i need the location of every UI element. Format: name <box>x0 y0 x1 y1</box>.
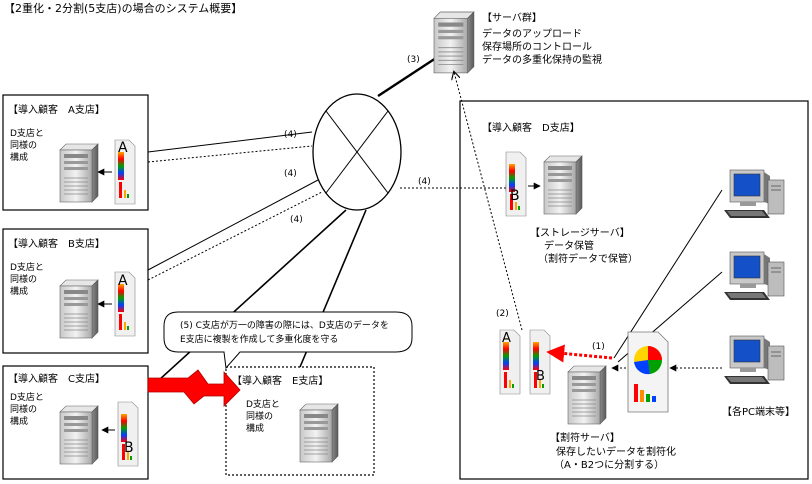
label-1: (1) <box>592 342 605 352</box>
server-group-line-1: データのアップロード <box>482 27 582 40</box>
split-b-icon <box>529 329 551 395</box>
branch-b-desc-3: 構成 <box>10 285 28 297</box>
label-4-d: (4) <box>418 177 431 187</box>
tally-server-icon <box>567 365 607 425</box>
branch-e-desc-2: 同様の <box>246 410 273 422</box>
split-b-letter: B <box>536 369 545 384</box>
server-group-title: 【サーバ群】 <box>482 11 542 24</box>
server-group-icon <box>433 11 475 74</box>
branch-a-desc-1: D支店と <box>10 127 44 139</box>
branch-d-title: 【導入顧客 D支店】 <box>482 121 580 134</box>
branch-a-desc-2: 同様の <box>10 139 37 151</box>
branch-b-desc-1: D支店と <box>10 261 44 273</box>
branch-c-desc-2: 同様の <box>10 403 37 415</box>
pc-label: 【各PC端末等】 <box>722 405 795 418</box>
branch-a-desc-3: 構成 <box>10 151 28 163</box>
label-4-a: (4) <box>284 130 297 140</box>
server-group-line-2: 保存場所のコントロール <box>482 40 592 53</box>
branch-c-letter: B <box>124 440 134 456</box>
branch-e-server-icon <box>299 403 339 463</box>
label-4-b: (4) <box>284 169 297 179</box>
branch-c-data-icon <box>117 401 139 467</box>
branch-a-title: 【導入顧客 A支店】 <box>8 103 105 116</box>
branch-b-title: 【導入顧客 B支店】 <box>8 237 105 250</box>
storage-server-icon <box>543 155 583 215</box>
label-3: (3) <box>407 55 420 65</box>
storage-data-icon <box>505 151 527 217</box>
original-data-icon <box>627 331 669 413</box>
link-server-group <box>377 56 437 98</box>
branch-b-desc-2: 同様の <box>10 273 37 285</box>
branch-d-box <box>459 100 809 480</box>
callout-line-2: E支店に複製を作成して多重化度を守る <box>180 333 338 345</box>
branch-a-box <box>2 94 149 211</box>
split-a-letter: A <box>502 331 511 346</box>
storage-server-line-1: データ保管 <box>544 239 594 252</box>
split-arrow <box>546 344 613 363</box>
pc-2-icon <box>723 251 785 301</box>
branch-a-server-icon <box>59 143 99 203</box>
server-group-line-3: データの多重化保持の監視 <box>482 53 602 66</box>
storage-server-line-2: （割符データで保管） <box>538 252 638 265</box>
label-2: (2) <box>496 309 509 319</box>
callout-bubble <box>163 311 413 370</box>
upload-arrow <box>454 72 523 331</box>
tally-server-line-2: （A・B2つに分割する） <box>554 458 664 471</box>
storage-letter: B <box>510 188 520 204</box>
branch-a-letter: A <box>118 140 128 156</box>
tally-server-line-1: 保存したいデータを割符化 <box>556 445 676 458</box>
branch-b-server-icon <box>59 279 99 339</box>
storage-server-title: 【ストレージサーバ】 <box>530 227 630 239</box>
replicate-arrow <box>147 369 241 407</box>
callout-line-1: (5) C支店が万一の障害の際には、D支店のデータを <box>180 319 389 331</box>
branch-e-title: 【導入顧客 E支店】 <box>232 374 328 387</box>
branch-b-box <box>2 228 149 354</box>
branch-c-desc-3: 構成 <box>10 415 28 427</box>
branch-e-desc-3: 構成 <box>246 422 264 434</box>
branch-b-letter: A <box>118 273 128 289</box>
branch-c-desc-1: D支店と <box>10 391 44 403</box>
branch-c-server-icon <box>59 405 99 465</box>
branch-e-desc-1: D支店と <box>246 398 280 410</box>
pc-1-icon <box>723 169 785 219</box>
branch-c-box <box>2 365 149 480</box>
diagram-title: 【2重化・2分割(5支店)の場合のシステム概要】 <box>4 1 242 15</box>
branch-c-title: 【導入顧客 C支店】 <box>8 372 105 385</box>
label-4-c: (4) <box>290 215 303 225</box>
pc-3-icon <box>723 335 785 385</box>
tally-server-title: 【割符サーバ】 <box>550 431 620 444</box>
